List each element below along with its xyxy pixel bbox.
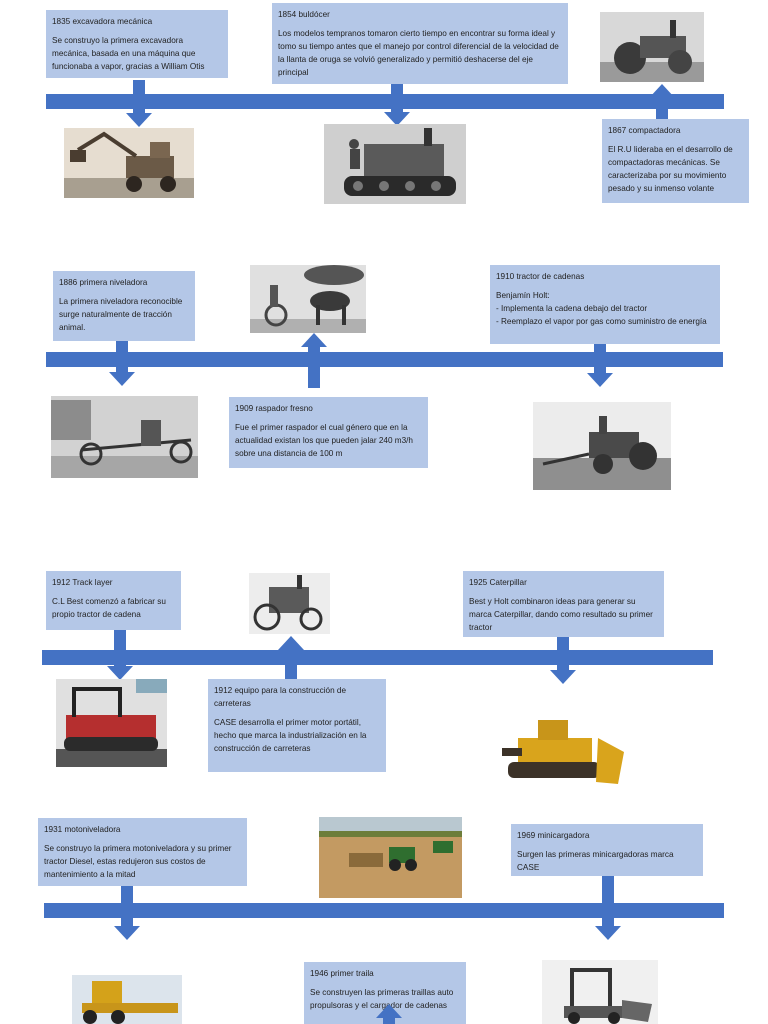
- tractor-1910-photo: [533, 402, 671, 490]
- timeline-bar-2: [46, 352, 723, 367]
- connector-stem: [133, 80, 145, 114]
- timeline-bar-3: [42, 650, 713, 665]
- event-body: Se construyo la primera motoniveladora y…: [44, 844, 232, 879]
- connector-stem: [116, 341, 128, 373]
- arrow-up-icon: [376, 1004, 402, 1018]
- event-body: Best y Holt combinaron ideas para genera…: [469, 597, 653, 632]
- arrow-up-icon: [649, 84, 675, 98]
- event-title: 1969 minicargadora: [517, 831, 590, 840]
- arrow-down-icon: [114, 926, 140, 940]
- excavator-photo: [64, 128, 194, 198]
- steam-engine-photo: [249, 573, 330, 634]
- connector-stem: [383, 1016, 395, 1024]
- skid-steer-photo: [542, 960, 658, 1024]
- event-title: 1925 Caterpillar: [469, 578, 527, 587]
- event-1835-excavadora: 1835 excavadora mecánica Se construyo la…: [46, 10, 228, 78]
- track-layer-photo: [56, 679, 167, 767]
- connector-stem: [308, 346, 320, 388]
- event-body: Los modelos tempranos tomaron cierto tie…: [278, 29, 559, 77]
- event-title: 1854 buldócer: [278, 10, 330, 19]
- arrow-down-icon: [595, 926, 621, 940]
- connector-stem: [114, 630, 126, 668]
- scraper-field-photo: [319, 817, 462, 898]
- event-1910-tractor-cadenas: 1910 tractor de cadenas Benjamín Holt: -…: [490, 265, 720, 344]
- connector-stem: [391, 84, 403, 114]
- event-title: 1912 Track layer: [52, 578, 113, 587]
- motor-grader-photo: [72, 975, 182, 1024]
- event-body: CASE desarrolla el primer motor portátil…: [214, 718, 367, 753]
- event-body: Benjamín Holt: - Implementa la cadena de…: [496, 291, 707, 326]
- event-body: Se construyo la primera excavadora mecán…: [52, 36, 205, 71]
- horse-drawn-scraper-photo: [250, 265, 366, 333]
- arrow-down-icon: [384, 112, 410, 126]
- arrow-down-icon: [587, 373, 613, 387]
- connector-stem: [285, 649, 297, 679]
- event-title: 1886 primera niveladora: [59, 278, 148, 287]
- event-body: C.L Best comenzó a fabricar su propio tr…: [52, 597, 166, 619]
- arrow-down-icon: [107, 666, 133, 680]
- timeline-bar-1: [46, 94, 724, 109]
- event-body: Fue el primer raspador el cual género qu…: [235, 423, 413, 458]
- event-title: 1946 primer traila: [310, 969, 374, 978]
- timeline-bar-4: [44, 903, 724, 918]
- connector-stem: [602, 876, 614, 928]
- event-1886-niveladora: 1886 primera niveladora La primera nivel…: [53, 271, 195, 341]
- event-1912-track-layer: 1912 Track layer C.L Best comenzó a fabr…: [46, 571, 181, 630]
- grader-1886-photo: [51, 396, 198, 478]
- event-title: 1835 excavadora mecánica: [52, 17, 153, 26]
- event-title: 1867 compactadora: [608, 126, 681, 135]
- bulldozer-photo: [324, 124, 466, 204]
- event-1912-equipo-carreteras: 1912 equipo para la construcción de carr…: [208, 679, 386, 772]
- arrow-down-icon: [550, 670, 576, 684]
- event-1854-buldocer: 1854 buldócer Los modelos tempranos toma…: [272, 3, 568, 84]
- event-1931-motoniveladora: 1931 motoniveladora Se construyo la prim…: [38, 818, 247, 886]
- event-body: La primera niveladora reconocible surge …: [59, 297, 183, 332]
- event-title: 1931 motoniveladora: [44, 825, 121, 834]
- event-title: 1909 raspador fresno: [235, 404, 313, 413]
- event-1909-raspador-fresno: 1909 raspador fresno Fue el primer raspa…: [229, 397, 428, 468]
- event-1867-compactadora: 1867 compactadora El R.U lideraba en el …: [602, 119, 749, 203]
- connector-stem: [594, 344, 606, 374]
- arrow-down-icon: [109, 372, 135, 386]
- event-body: El R.U lideraba en el desarrollo de comp…: [608, 145, 733, 193]
- event-title: 1910 tractor de cadenas: [496, 272, 585, 281]
- arrow-down-icon: [126, 113, 152, 127]
- caterpillar-bulldozer-photo: [498, 712, 630, 792]
- event-body: Surgen las primeras minicargadoras marca…: [517, 850, 674, 872]
- arrow-up-icon: [301, 333, 327, 347]
- compactor-photo: [600, 12, 704, 82]
- arrow-up-icon: [278, 636, 304, 650]
- event-1969-minicargadora: 1969 minicargadora Surgen las primeras m…: [511, 824, 703, 876]
- connector-stem: [557, 637, 569, 671]
- event-title: 1912 equipo para la construcción de carr…: [214, 686, 347, 708]
- connector-stem: [121, 886, 133, 928]
- event-1925-caterpillar: 1925 Caterpillar Best y Holt combinaron …: [463, 571, 664, 637]
- connector-stem: [656, 97, 668, 119]
